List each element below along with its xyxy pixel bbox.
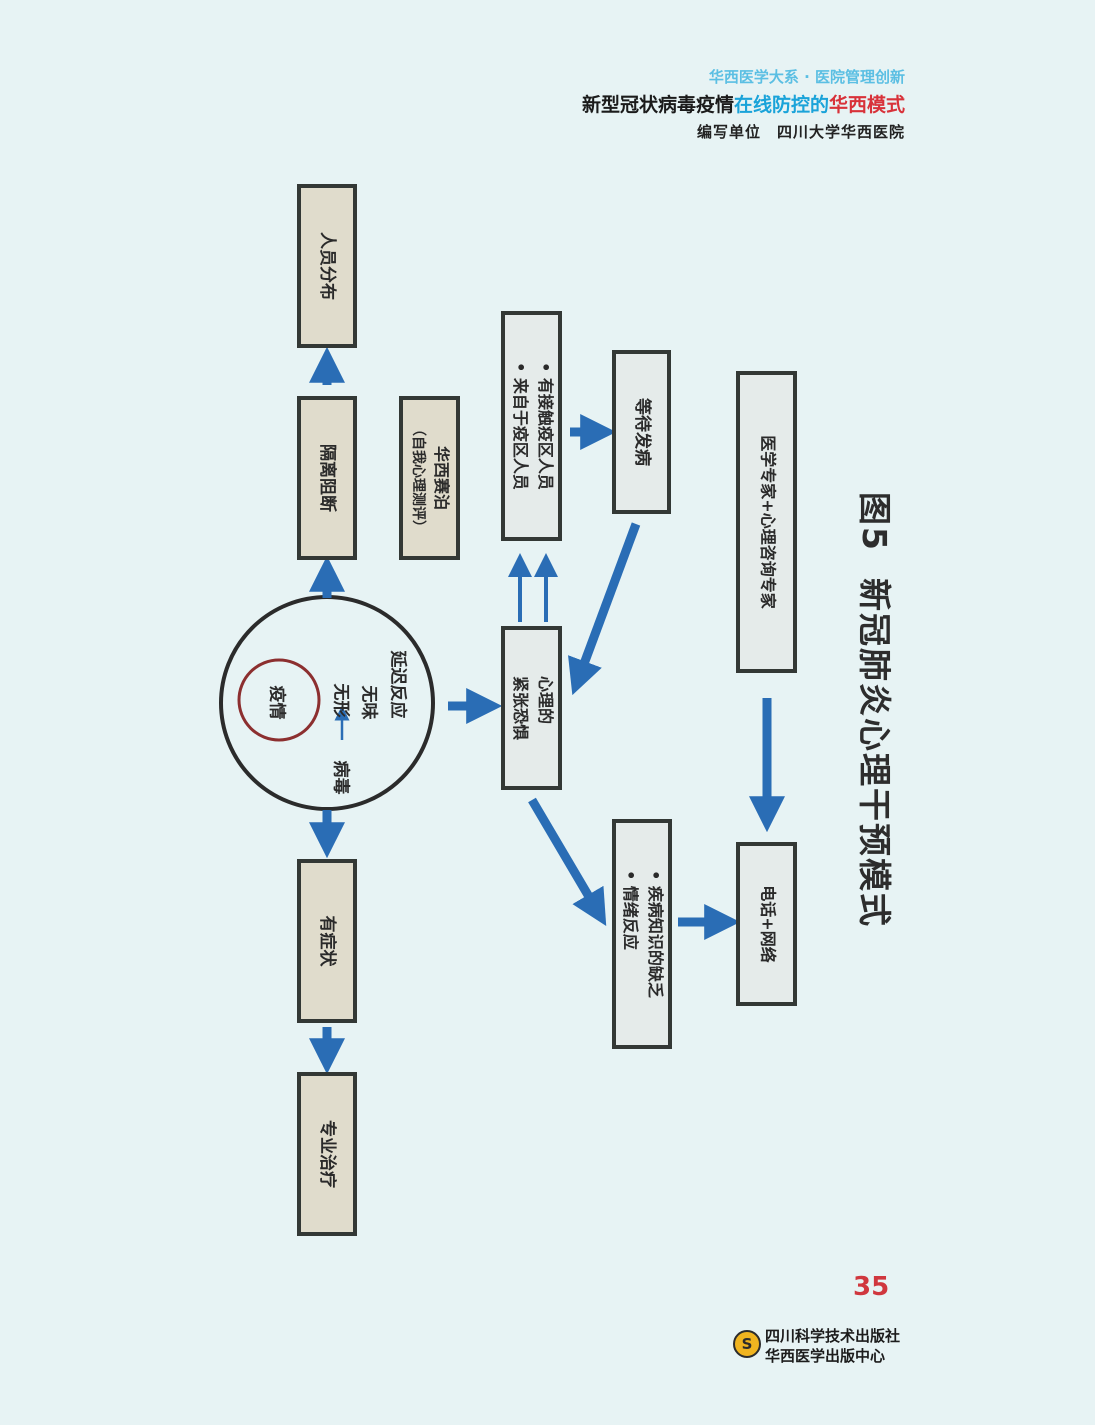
- page-number: 35: [853, 1272, 890, 1302]
- phone-network-label: 电话+网络: [757, 885, 777, 963]
- epidemic-label: 疫情: [266, 685, 287, 720]
- huaxi-app-label: 华西赛泊: [431, 445, 451, 510]
- symptomatic-label: 有症状: [317, 915, 338, 967]
- box-contact-groups: 有接触疫区人员 来自于疫区人员: [501, 311, 562, 541]
- people-distribution-label: 人员分布: [317, 232, 338, 300]
- trait-delayed: 延迟反应: [387, 650, 408, 719]
- figure-number: 图5: [855, 492, 894, 552]
- box-phone-network: 电话+网络: [736, 842, 797, 1006]
- box-isolation: 隔离阻断: [297, 396, 357, 560]
- waiting-onset-label: 等待发病: [631, 398, 652, 466]
- book-title-part1: 新型冠状病毒疫情: [581, 94, 734, 116]
- virus-label: 病毒: [330, 760, 351, 795]
- fear-line-1: 心理的: [535, 675, 555, 725]
- box-psych-fear: 心理的 紧张恐惧: [501, 626, 562, 790]
- arrow-fear-to-knowledge: [528, 797, 607, 926]
- box-huaxi-app: 华西赛泊 （自我心理测评）: [399, 396, 460, 560]
- box-experts: 医学专家+心理咨询专家: [736, 371, 797, 673]
- publisher-name-2: 华西医学出版中心: [765, 1347, 886, 1365]
- fear-line-2: 紧张恐惧: [510, 675, 530, 741]
- book-title-part2: 在线防控的: [733, 94, 829, 116]
- publisher-block: 四川科学技术出版社 华西医学出版中心: [765, 1326, 900, 1366]
- box-symptomatic: 有症状: [297, 859, 357, 1023]
- box-knowledge-gap: 疾病知识的缺乏 情绪反应: [612, 819, 672, 1049]
- contact-line-2: 来自于疫区人员: [507, 362, 532, 490]
- series-title: 华西医学大系 · 医院管理创新: [708, 68, 905, 86]
- publisher-logo-icon: S: [733, 1330, 761, 1358]
- trait-tasteless: 无味: [358, 685, 379, 720]
- treatment-label: 专业治疗: [317, 1120, 338, 1188]
- figure-title: 新冠肺炎心理干预模式: [855, 577, 894, 928]
- trait-formless: 无形: [330, 683, 351, 718]
- experts-label: 医学专家+心理咨询专家: [757, 435, 777, 609]
- contact-line-1: 有接触疫区人员: [532, 362, 557, 490]
- box-waiting-onset: 等待发病: [612, 350, 671, 514]
- arrow-waiting-to-fear: [568, 522, 641, 696]
- author-line: 编写单位 四川大学华西医院: [696, 123, 905, 141]
- publisher-name-1: 四川科学技术出版社: [765, 1327, 901, 1345]
- figure-caption: 图5 新冠肺炎心理干预模式: [853, 492, 901, 928]
- huaxi-app-sub: （自我心理测评）: [409, 422, 426, 534]
- knowledge-line-1: 疾病知识的缺乏: [642, 870, 667, 998]
- box-people-distribution: 人员分布: [297, 184, 357, 348]
- epidemic-inner-circle: [237, 658, 321, 742]
- box-professional-treatment: 专业治疗: [297, 1072, 357, 1236]
- book-title: 新型冠状病毒疫情在线防控的华西模式: [582, 90, 905, 117]
- knowledge-line-2: 情绪反应: [617, 870, 642, 998]
- isolation-label: 隔离阻断: [317, 444, 338, 512]
- book-title-part3: 华西模式: [828, 94, 905, 116]
